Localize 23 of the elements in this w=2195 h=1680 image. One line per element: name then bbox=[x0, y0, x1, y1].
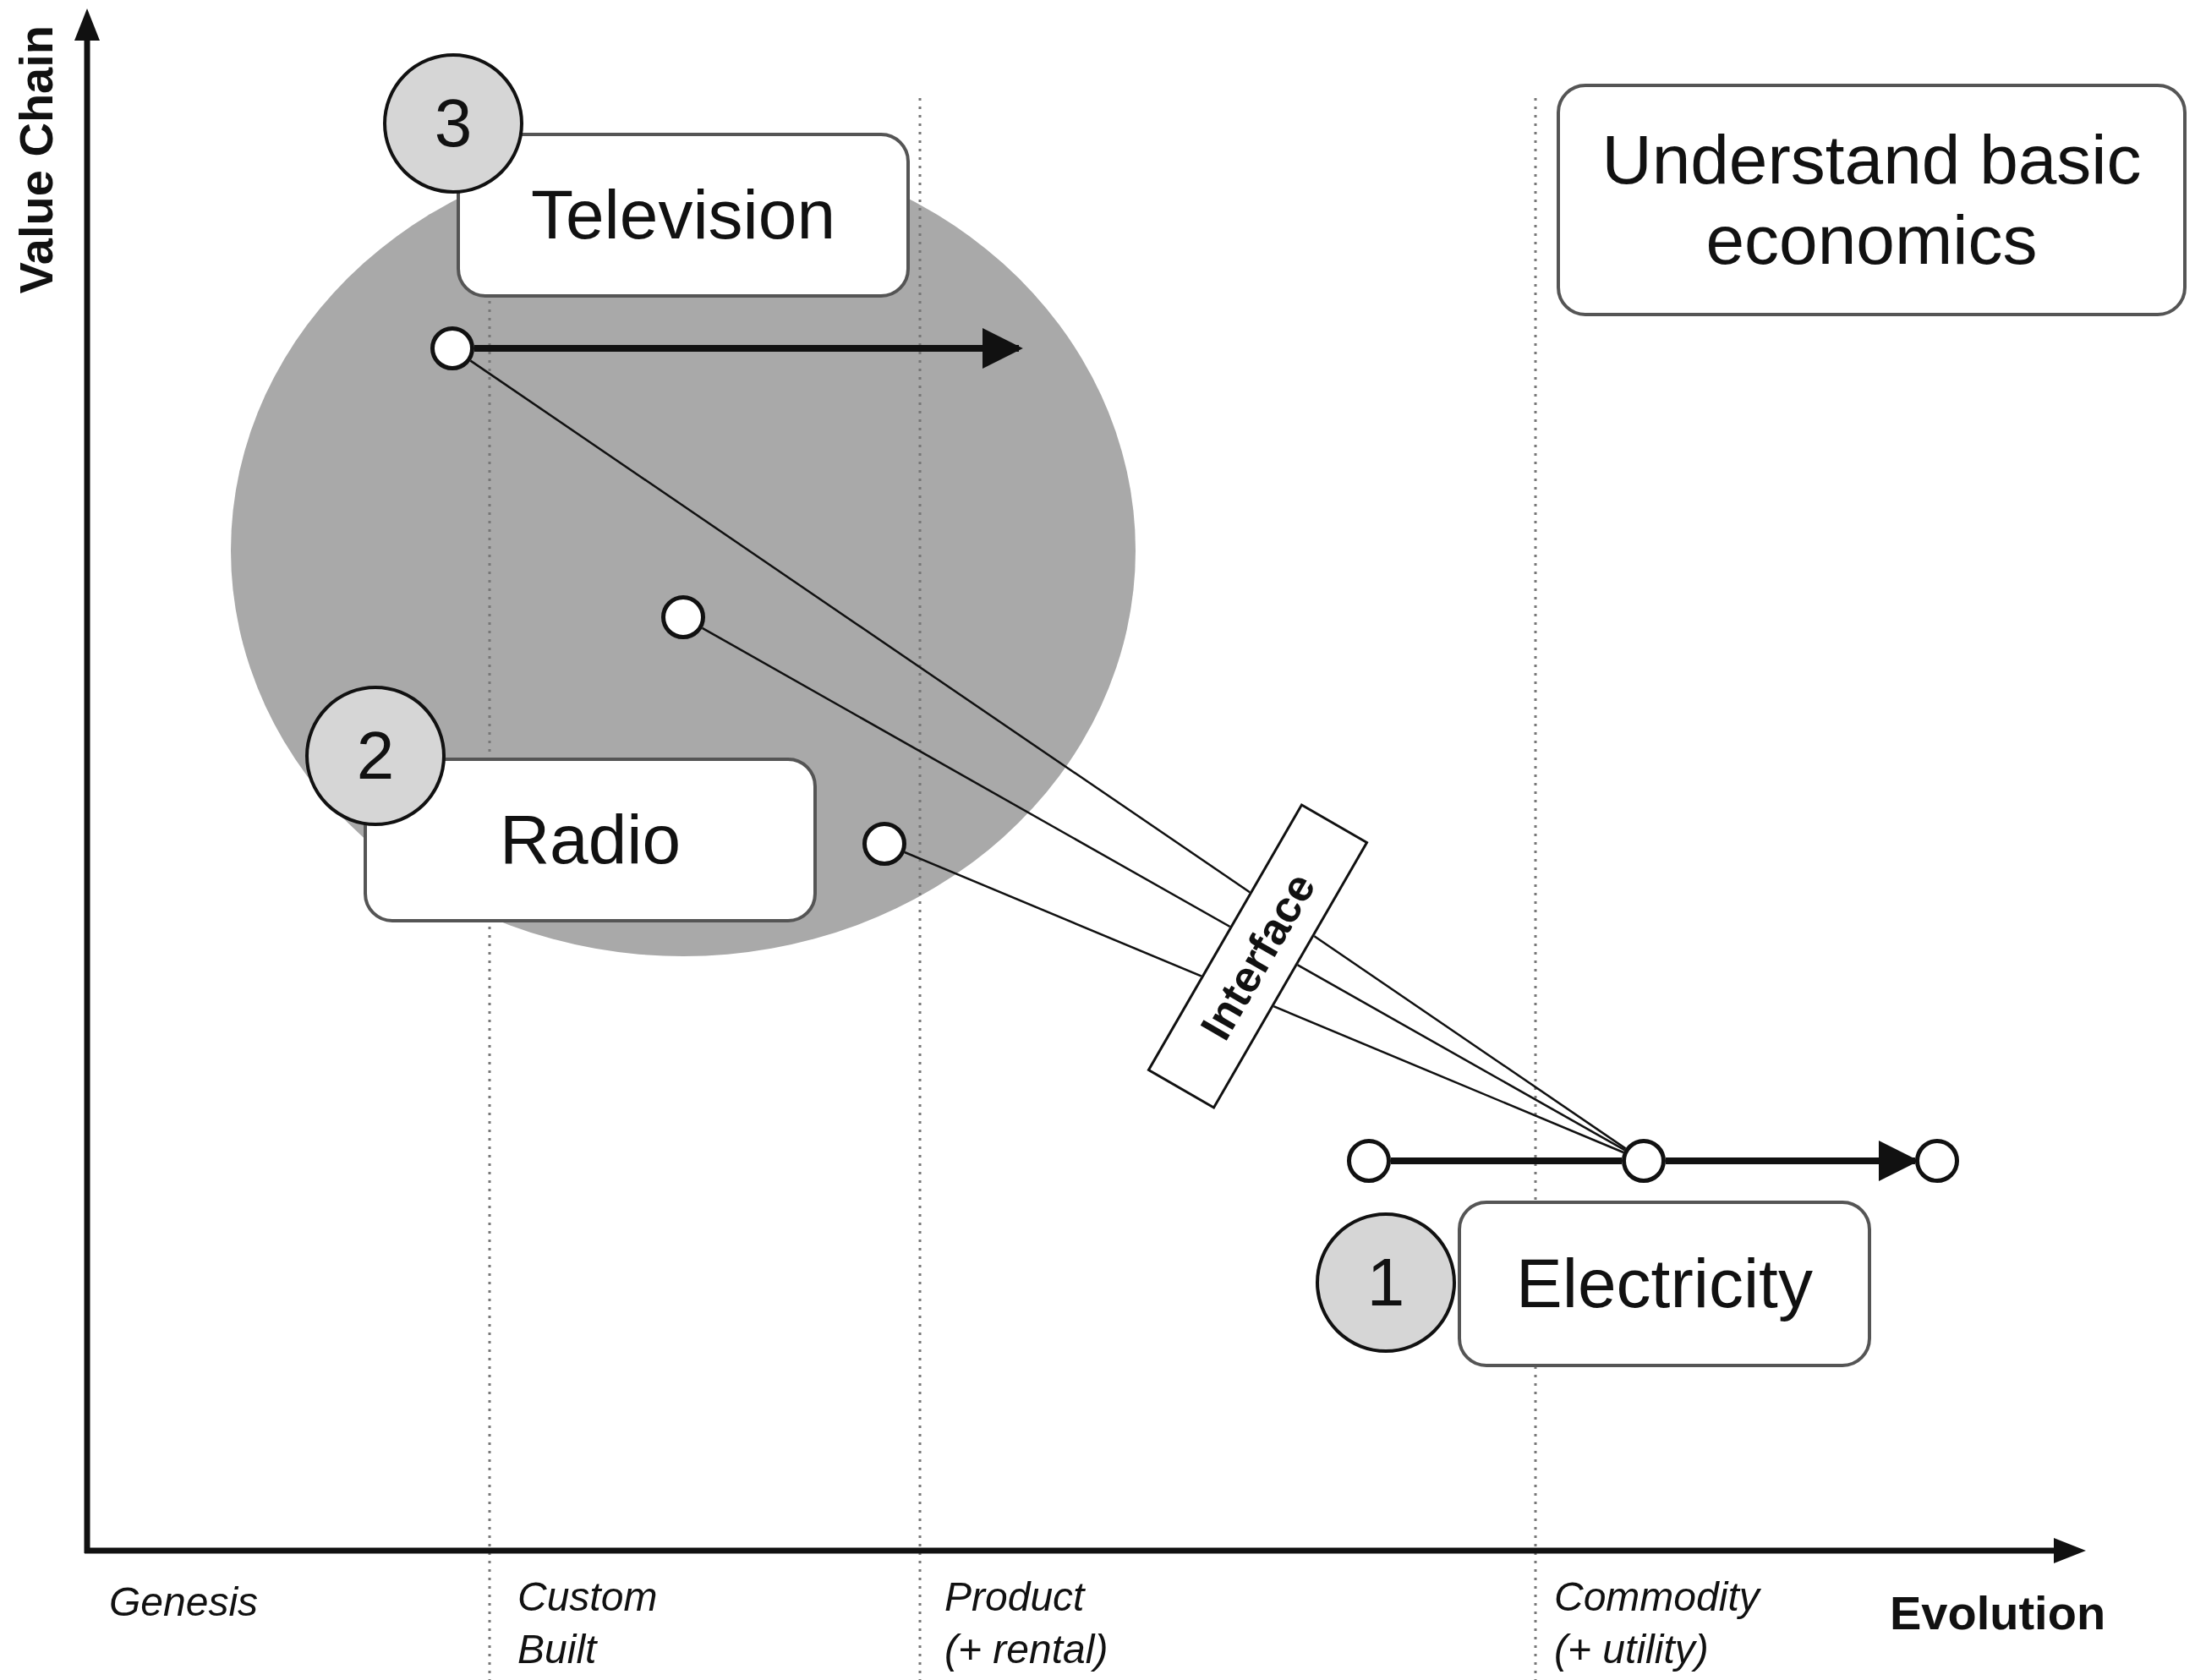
component-dot bbox=[1347, 1139, 1391, 1183]
connector bbox=[474, 328, 1023, 369]
node-text: Electricity bbox=[1515, 1244, 1814, 1324]
process-box bbox=[1458, 1201, 1871, 1367]
stage-label: Custom Built bbox=[517, 1573, 659, 1673]
note-box bbox=[1557, 84, 2187, 316]
connector bbox=[469, 359, 1627, 1150]
node-text: 3 bbox=[433, 85, 473, 162]
connector bbox=[702, 627, 1625, 1152]
stage-label: Commodity (+ utility) bbox=[1554, 1573, 1762, 1673]
connector bbox=[1391, 1157, 1622, 1164]
node-text: Understand basic economics bbox=[1601, 120, 2143, 280]
stage-label: Genesis bbox=[109, 1579, 259, 1626]
stage-label: Product (+ rental) bbox=[944, 1573, 1109, 1673]
axis-title: Value Chain bbox=[8, 25, 63, 294]
node-text: Radio bbox=[498, 800, 682, 880]
node-text: 1 bbox=[1366, 1244, 1406, 1322]
node-text: 2 bbox=[355, 717, 396, 795]
axis-title: Evolution bbox=[1890, 1585, 2106, 1640]
component-dot bbox=[1622, 1139, 1666, 1183]
connector bbox=[904, 851, 1624, 1154]
component-dot bbox=[1915, 1139, 1959, 1183]
node-text: Television bbox=[529, 175, 837, 255]
